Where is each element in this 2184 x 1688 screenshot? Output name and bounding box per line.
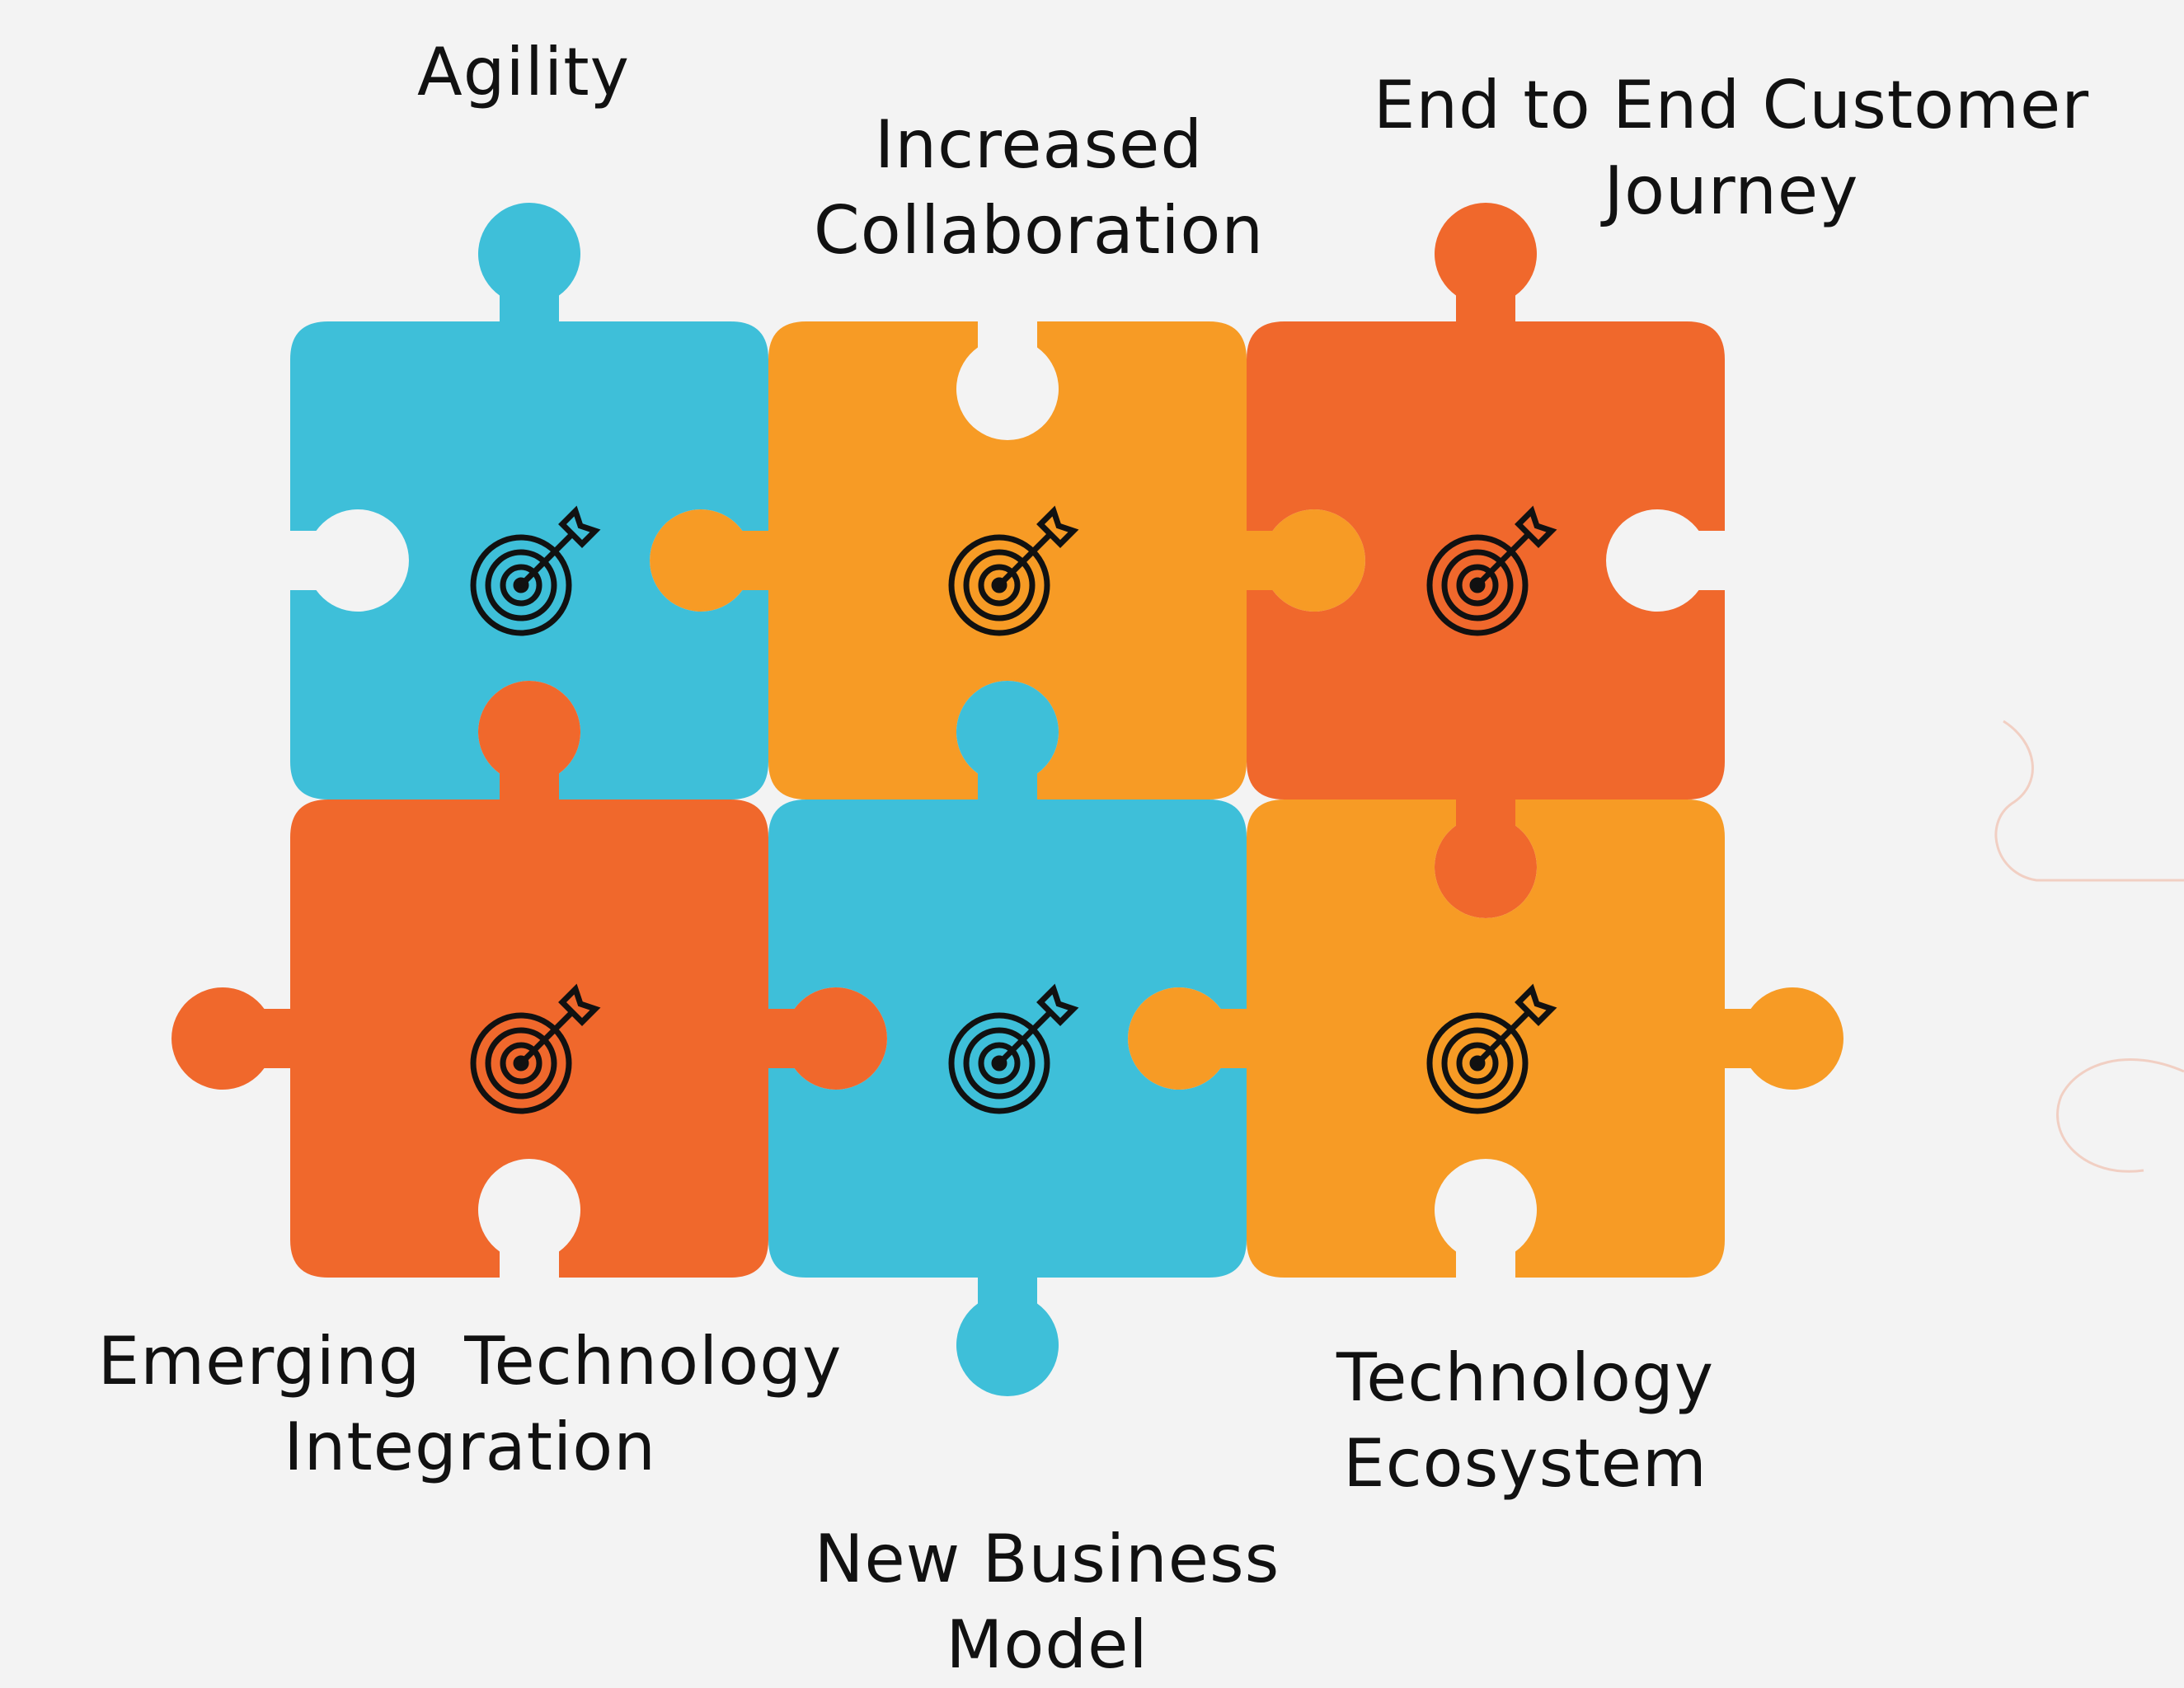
target-arrow-icon — [948, 983, 1079, 1114]
label-technology-ecosystem: Technology Ecosystem — [1261, 1335, 1789, 1507]
target-arrow-icon — [470, 983, 601, 1114]
target-arrow-icon — [470, 505, 601, 636]
label-end-to-end-line2: Journey — [1604, 152, 1859, 229]
label-new-business-line1: New Business — [814, 1521, 1280, 1597]
puzzle-piece-emerging-technology-integration — [171, 681, 887, 1278]
label-increased-collaboration-line1: Increased — [874, 106, 1204, 183]
label-new-business-model: New Business Model — [759, 1517, 1336, 1688]
label-agility: Agility — [387, 30, 660, 115]
label-new-business-line2: Model — [946, 1606, 1148, 1683]
label-emerging-line1: Emerging Technology — [97, 1323, 843, 1400]
label-end-to-end-customer-journey: End to End Customer Journey — [1319, 63, 2144, 234]
puzzle-piece-new-business-model — [768, 681, 1247, 1396]
target-arrow-icon — [1426, 983, 1557, 1114]
decorative-outline — [1994, 720, 2184, 1173]
label-emerging-technology-integration: Emerging Technology Integration — [16, 1319, 923, 1490]
label-emerging-line2: Integration — [284, 1409, 656, 1485]
target-arrow-icon — [1426, 505, 1557, 636]
puzzle-piece-technology-ecosystem — [1128, 799, 1843, 1278]
target-arrow-icon — [948, 505, 1079, 636]
label-increased-collaboration-line2: Collaboration — [813, 192, 1265, 269]
label-agility-line1: Agility — [417, 34, 630, 110]
puzzle-piece-agility — [290, 203, 768, 800]
puzzle-piece-increased-collaboration — [650, 321, 1365, 799]
label-increased-collaboration: Increased Collaboration — [750, 102, 1327, 274]
label-tech-ecosystem-line2: Ecosystem — [1343, 1425, 1707, 1502]
puzzle-piece-end-to-end-customer-journey — [1247, 203, 1725, 918]
label-tech-ecosystem-line1: Technology — [1336, 1339, 1715, 1416]
label-end-to-end-line1: End to End Customer — [1373, 67, 2090, 143]
